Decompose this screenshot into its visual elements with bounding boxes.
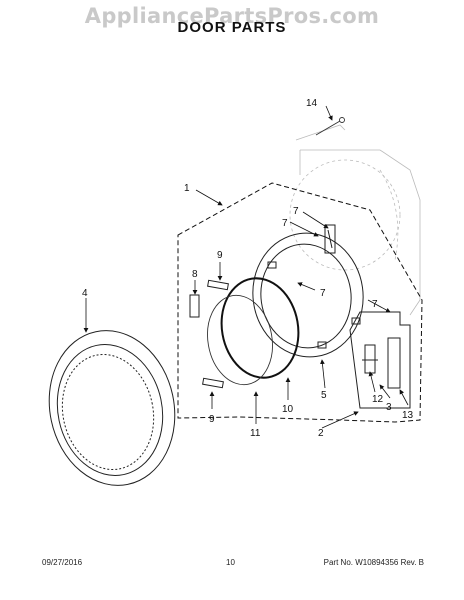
callout-5: 5	[321, 390, 327, 401]
callout-3: 3	[386, 402, 392, 413]
door-gasket-part-10	[220, 277, 300, 379]
bracket-part-8	[189, 294, 200, 318]
door-assembly-dashed-outline	[177, 182, 423, 423]
callout-2: 2	[318, 428, 324, 439]
latch-assembly-part-2	[349, 311, 411, 409]
callout-14: 14	[306, 98, 318, 109]
outer-door-ring-part-4	[48, 330, 176, 486]
callout-13: 13	[402, 410, 414, 421]
hinge-part-6	[324, 224, 336, 254]
screw-part-14	[315, 117, 345, 136]
callout-12: 12	[372, 394, 384, 405]
clip-part-9-bottom	[202, 377, 224, 389]
callout-9-top: 9	[217, 250, 223, 261]
callout-leaders	[83, 105, 409, 429]
callout-10: 10	[282, 404, 294, 415]
footer-page-number: 10	[226, 558, 235, 567]
clip-part-9-top	[207, 279, 229, 291]
washer-cabinet-outline	[289, 124, 421, 316]
callout-7-middle: 7	[320, 288, 326, 299]
callout-11: 11	[250, 428, 261, 439]
callout-9-bottom: 9	[209, 414, 215, 425]
callout-4: 4	[82, 288, 88, 299]
page-title: DOOR PARTS	[177, 19, 287, 36]
inner-door-frame-part-5	[252, 232, 364, 358]
door-glass-part-11	[207, 294, 273, 386]
callout-7-right: 7	[372, 299, 378, 310]
callout-7-top: 7	[282, 218, 288, 229]
callout-8: 8	[192, 269, 198, 280]
footer-part-number: Part No. W10894356 Rev. B	[323, 558, 424, 567]
callout-1: 1	[184, 183, 190, 194]
callout-6: 7	[293, 206, 299, 217]
watermark: AppliancePartsPros.com	[84, 4, 380, 28]
footer-date: 09/27/2016	[42, 558, 83, 567]
